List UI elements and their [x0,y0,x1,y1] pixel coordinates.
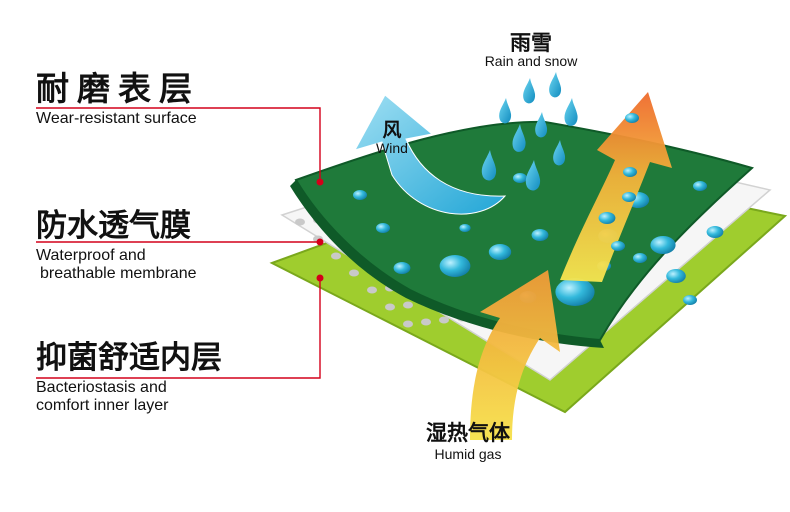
raindrop-icon [481,150,497,181]
water-bubble [531,229,549,241]
outer-layer-edge [290,180,604,348]
rain-title: 雨雪 [510,31,552,55]
raindrop-icon [535,112,548,138]
humid-gas-arrow-icon [470,270,560,440]
water-bubble [353,190,367,200]
heat-arrow-icon [560,92,672,282]
rain-subtitle: Rain and snow [485,53,579,69]
wind-arrow-icon [353,94,507,215]
raindrop-icon [525,160,541,191]
water-bubble [459,224,471,232]
leader-lines [36,107,321,379]
membrane-subtitle-line1: Waterproof and [36,247,146,264]
raindrop-icon [523,78,536,104]
membrane-subtitle-line2: breathable membrane [40,265,197,282]
water-bubble [650,236,676,254]
inner-layer-subtitle-line1: Bacteriostasis and [36,379,167,396]
raindrop-icon [499,98,512,124]
wind-subtitle: Wind [376,140,408,156]
raindrop-icon [549,72,562,98]
water-bubble [625,113,639,123]
leader-dot-membrane [316,238,324,246]
leader-dot-inner [316,274,324,282]
wind-title: 风 [382,119,401,141]
water-bubble [622,192,636,202]
rain-drops [481,72,578,191]
outer-layer-subtitle: Wear-resistant surface [36,110,197,127]
water-bubble [611,241,625,251]
water-bubble [666,269,686,283]
humid-title: 湿热气体 [426,421,511,445]
raindrop-icon [553,140,566,166]
water-bubble [376,223,390,233]
water-bubble [598,212,616,224]
water-bubble [439,255,471,277]
water-bubble [706,226,724,238]
water-bubble [555,278,595,306]
water-bubble [633,253,647,263]
water-bubble [623,167,637,177]
membrane-title: 防水透气膜 [36,208,191,244]
humid-subtitle: Humid gas [435,446,502,462]
water-bubble [488,244,512,260]
water-bubble [683,295,697,305]
water-bubble [393,262,411,274]
inner-layer-subtitle-line2: comfort inner layer [36,397,169,414]
raindrop-icon [564,98,578,126]
leader-dot-outer [316,178,324,186]
raindrop-icon [512,124,526,152]
water-bubble [513,173,527,183]
inner-layer-title: 抑菌舒适内层 [36,340,222,376]
outer-layer-title: 耐磨表层 [36,69,200,108]
water-bubble [693,181,707,191]
